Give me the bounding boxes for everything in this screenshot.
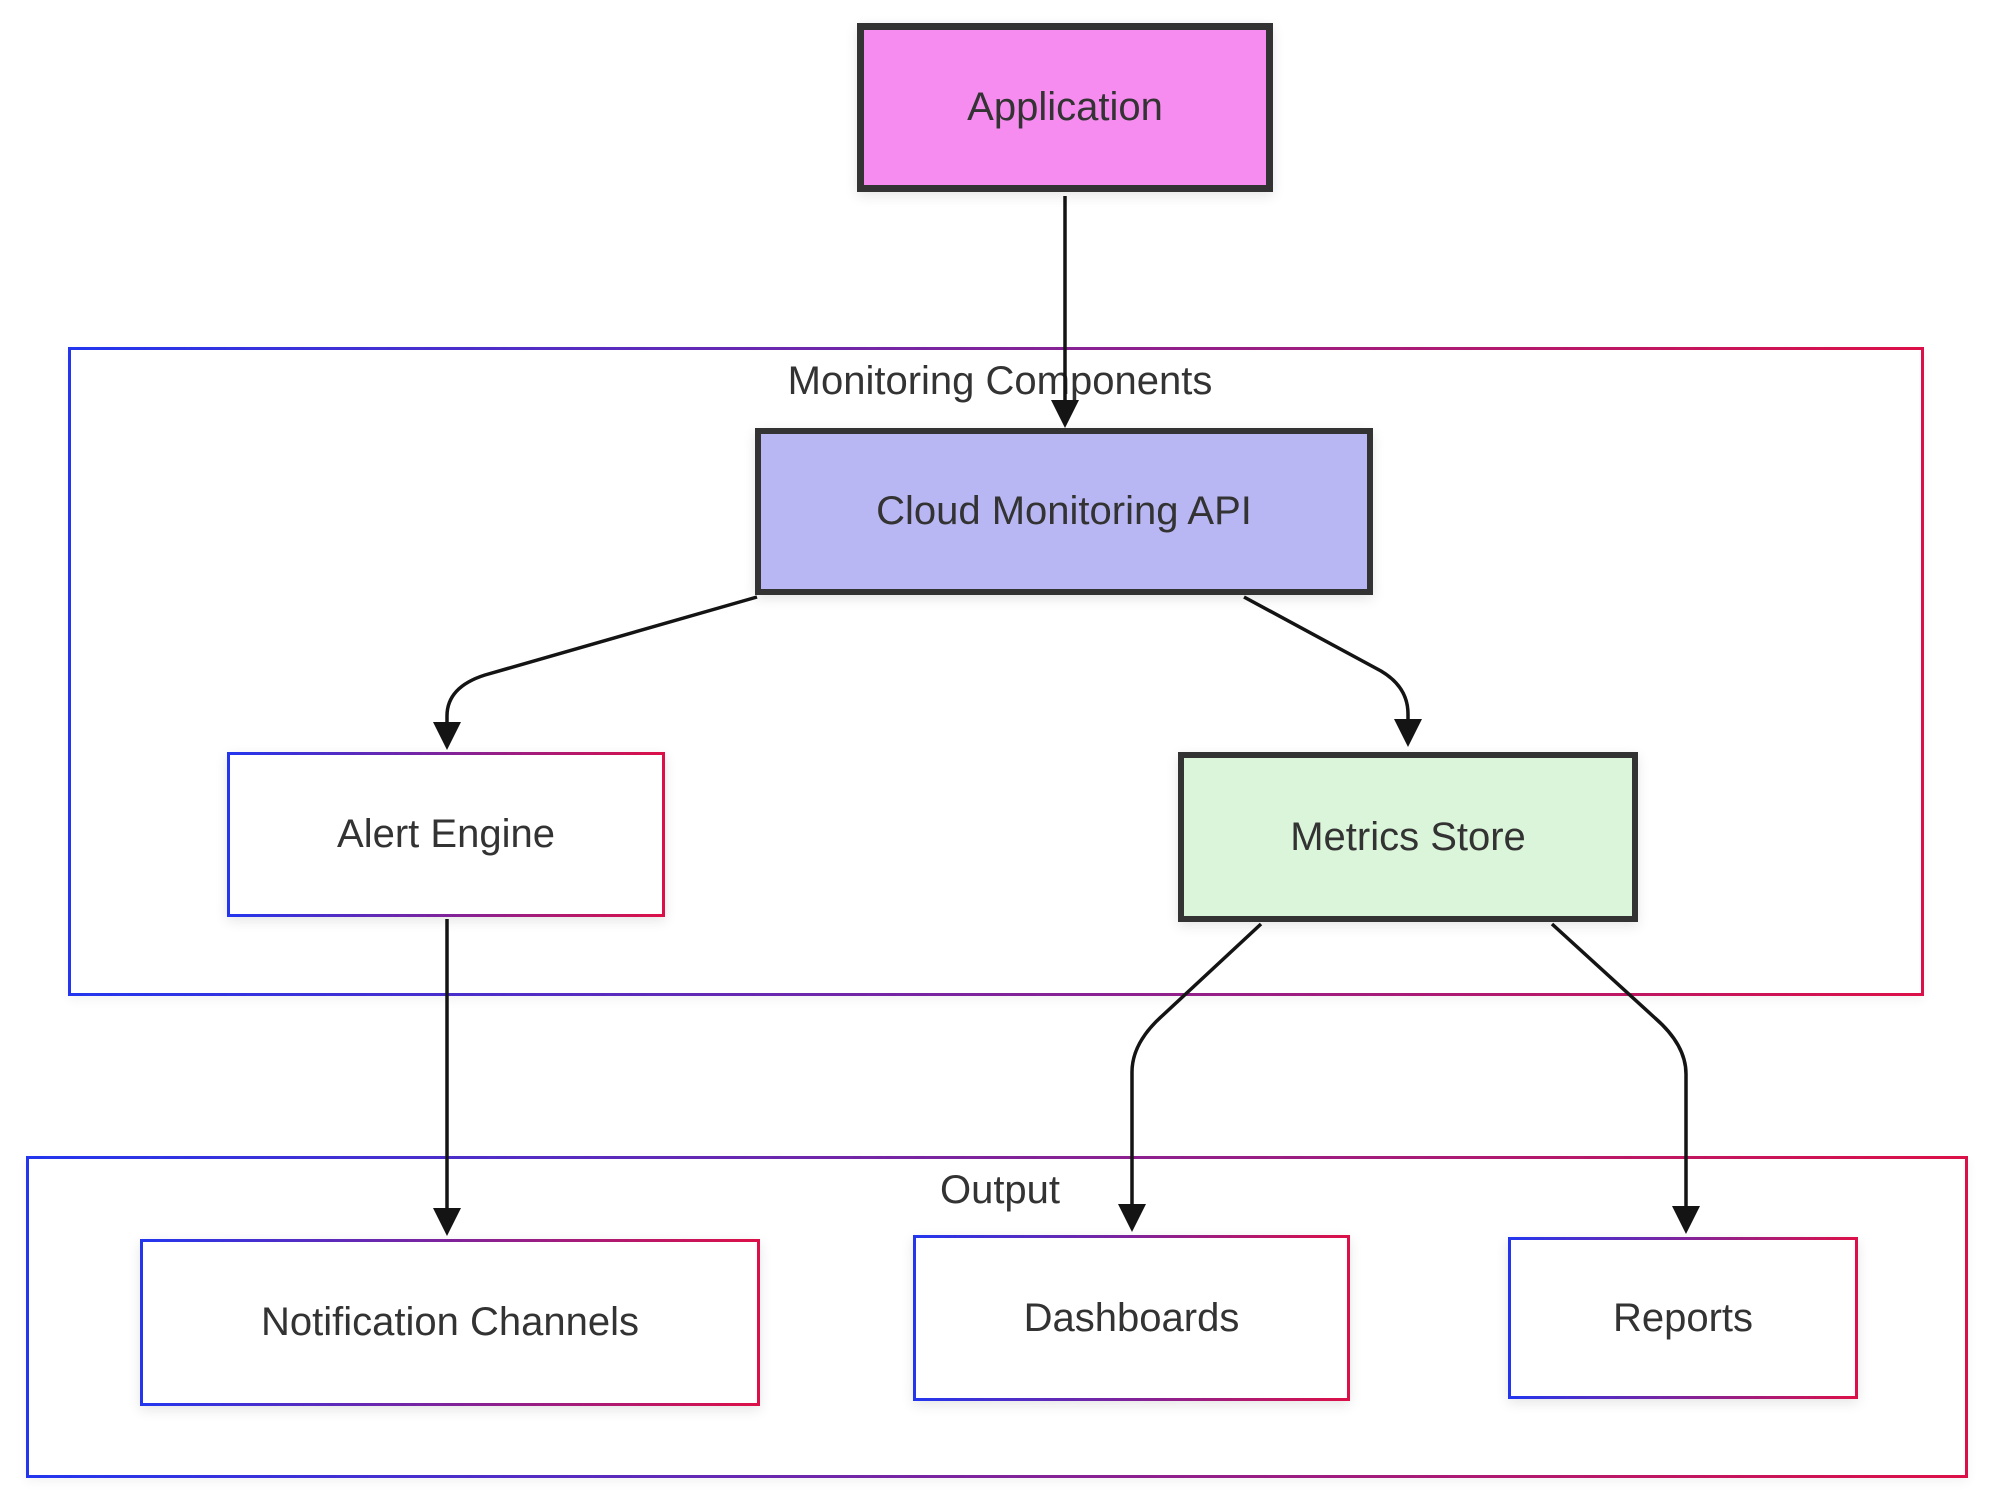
arrowhead-notification-channels bbox=[433, 1208, 461, 1236]
container-monitoring-components-label: Monitoring Components bbox=[787, 359, 1213, 403]
node-cloud-monitoring-api-label: Cloud Monitoring API bbox=[876, 489, 1252, 533]
arrowhead-cloud-monitoring-api bbox=[1051, 400, 1079, 428]
arrowhead-metrics-store bbox=[1394, 719, 1422, 747]
node-application-label: Application bbox=[967, 85, 1163, 129]
edge-cloud-monitoring-api-to-alert-engine bbox=[445, 595, 758, 723]
container-output-label: Output bbox=[939, 1168, 1061, 1212]
edge-cloud-monitoring-api-to-metrics-store bbox=[1243, 595, 1410, 720]
node-reports: Reports bbox=[1508, 1237, 1858, 1399]
arrowhead-reports bbox=[1672, 1206, 1700, 1234]
arrowhead-alert-engine bbox=[433, 722, 461, 750]
node-dashboards-label: Dashboards bbox=[1023, 1295, 1240, 1340]
edge-metrics-store-to-reports bbox=[1550, 922, 1688, 1207]
arrowhead-dashboards bbox=[1118, 1204, 1146, 1232]
node-metrics-store: Metrics Store bbox=[1178, 752, 1638, 922]
node-notification-channels-label: Notification Channels bbox=[261, 1300, 639, 1344]
node-notification-channels: Notification Channels bbox=[140, 1239, 760, 1406]
edge-metrics-store-to-dashboards bbox=[1130, 922, 1263, 1205]
node-dashboards: Dashboards bbox=[913, 1235, 1350, 1401]
node-alert-engine: Alert Engine bbox=[227, 752, 665, 917]
node-reports-label: Reports bbox=[1612, 1295, 1754, 1340]
node-metrics-store-label: Metrics Store bbox=[1290, 814, 1526, 859]
node-alert-engine-label: Alert Engine bbox=[337, 812, 555, 856]
node-cloud-monitoring-api: Cloud Monitoring API bbox=[755, 428, 1373, 595]
node-application: Application bbox=[857, 23, 1273, 192]
